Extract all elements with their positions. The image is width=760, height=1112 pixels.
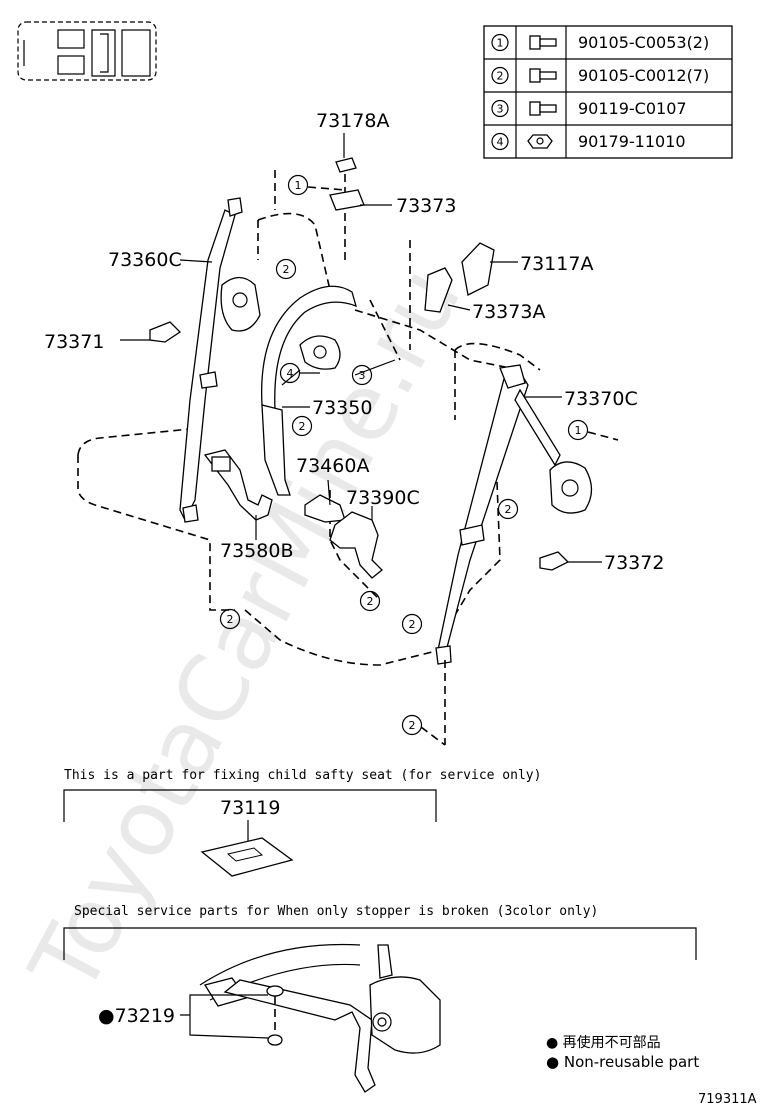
ref-marker-2: 2 bbox=[401, 613, 423, 635]
fastener-table: 1 90105-C0053(2) 2 90105-C0012(7) 3 9011… bbox=[483, 25, 733, 159]
child-seat-note: This is a part for fixing child safty se… bbox=[64, 768, 541, 783]
child-seat-section: This is a part for fixing child safty se… bbox=[63, 768, 541, 877]
callout-73373A: 73373A bbox=[472, 301, 545, 323]
buckle-73390C bbox=[329, 511, 383, 579]
callout-73117A: 73117A bbox=[520, 253, 593, 275]
leader-lines bbox=[120, 133, 602, 563]
vehicle-seat-icon bbox=[17, 21, 157, 81]
ref-number: 1 bbox=[497, 37, 504, 50]
callout-73390C: 73390C bbox=[346, 487, 420, 509]
nut-icon bbox=[527, 134, 553, 149]
callout-73360C: 73360C bbox=[108, 249, 182, 271]
callout-73350: 73350 bbox=[312, 397, 372, 419]
buckle-73580B bbox=[203, 449, 273, 521]
fastener-row: 4 90179-11010 bbox=[491, 132, 686, 151]
ref-marker-1: 1 bbox=[567, 419, 589, 441]
part-number: 90105-C0053(2) bbox=[578, 33, 709, 52]
callout-labels: 73178A 73373 73360C 73117A 73373A 73371 … bbox=[44, 110, 664, 574]
center-belt-73350 bbox=[261, 285, 357, 496]
callout-73178A: 73178A bbox=[316, 110, 389, 132]
callout-73580B: 73580B bbox=[220, 540, 293, 562]
ref-marker-2: 2 bbox=[497, 498, 519, 520]
part-number: 90179-11010 bbox=[578, 132, 686, 151]
ref-marker-2: 2 bbox=[359, 590, 381, 612]
bolt-icon bbox=[529, 101, 557, 116]
ref-marker-3: 3 bbox=[351, 364, 373, 386]
ref-markers: 1 2 4 3 2 1 2 2 2 2 2 bbox=[219, 174, 619, 746]
svg-text:2: 2 bbox=[367, 595, 374, 608]
legend: ● 再使用不可部品 ● Non-reusable part bbox=[546, 1034, 699, 1071]
svg-text:2: 2 bbox=[505, 503, 512, 516]
callout-73119: 73119 bbox=[220, 797, 280, 819]
anchor-bracket-73119 bbox=[200, 837, 294, 877]
svg-text:2: 2 bbox=[409, 719, 416, 732]
stopper-illustration bbox=[199, 943, 441, 1093]
left-belt-73360C bbox=[179, 197, 261, 523]
svg-text:1: 1 bbox=[575, 424, 582, 437]
svg-text:2: 2 bbox=[409, 618, 416, 631]
special-service-note: Special service parts for When only stop… bbox=[74, 904, 598, 919]
ref-marker-2: 2 bbox=[291, 415, 313, 437]
seat-outline bbox=[77, 170, 541, 666]
legend-japanese: ● 再使用不可部品 bbox=[546, 1034, 661, 1051]
legend-english: ● Non-reusable part bbox=[546, 1053, 699, 1071]
svg-text:1: 1 bbox=[295, 179, 302, 192]
fastener-row: 1 90105-C0053(2) bbox=[491, 33, 709, 52]
part-number: 90105-C0012(7) bbox=[578, 66, 709, 85]
svg-text:2: 2 bbox=[227, 613, 234, 626]
fastener-row: 3 90119-C0107 bbox=[491, 99, 687, 118]
ref-number: 2 bbox=[497, 70, 504, 83]
ref-marker-2: 2 bbox=[275, 258, 297, 280]
special-service-section: Special service parts for When only stop… bbox=[63, 904, 697, 1093]
bracket-73373A bbox=[424, 267, 453, 313]
svg-text:2: 2 bbox=[299, 420, 306, 433]
fastener-row: 2 90105-C0012(7) bbox=[491, 66, 709, 85]
clip-73178A bbox=[335, 157, 357, 173]
ref-marker-2: 2 bbox=[401, 714, 423, 736]
illustration-code: 719311A bbox=[698, 1092, 757, 1107]
ref-marker-4: 4 bbox=[279, 362, 301, 384]
part-number: 90119-C0107 bbox=[578, 99, 687, 118]
callout-73371: 73371 bbox=[44, 331, 104, 353]
bolt-icon bbox=[529, 35, 557, 50]
bolt-icon bbox=[529, 68, 557, 83]
cover-73371 bbox=[149, 321, 182, 343]
callout-73370C: 73370C bbox=[564, 388, 638, 410]
ref-marker-2: 2 bbox=[219, 608, 241, 630]
callout-73373: 73373 bbox=[396, 195, 456, 217]
callout-73372: 73372 bbox=[604, 552, 664, 574]
ref-number: 4 bbox=[497, 136, 504, 149]
right-belt-73370C bbox=[435, 364, 593, 665]
cover-73373 bbox=[329, 189, 365, 211]
ref-marker-1: 1 bbox=[287, 174, 309, 196]
cover-73372 bbox=[539, 551, 570, 571]
ref-number: 3 bbox=[497, 103, 504, 116]
callout-73219: ●73219 bbox=[98, 1005, 175, 1027]
svg-text:3: 3 bbox=[359, 369, 366, 382]
svg-text:2: 2 bbox=[283, 263, 290, 276]
svg-text:4: 4 bbox=[287, 367, 294, 380]
cover-73117A bbox=[461, 242, 495, 296]
callout-73460A: 73460A bbox=[296, 455, 369, 477]
